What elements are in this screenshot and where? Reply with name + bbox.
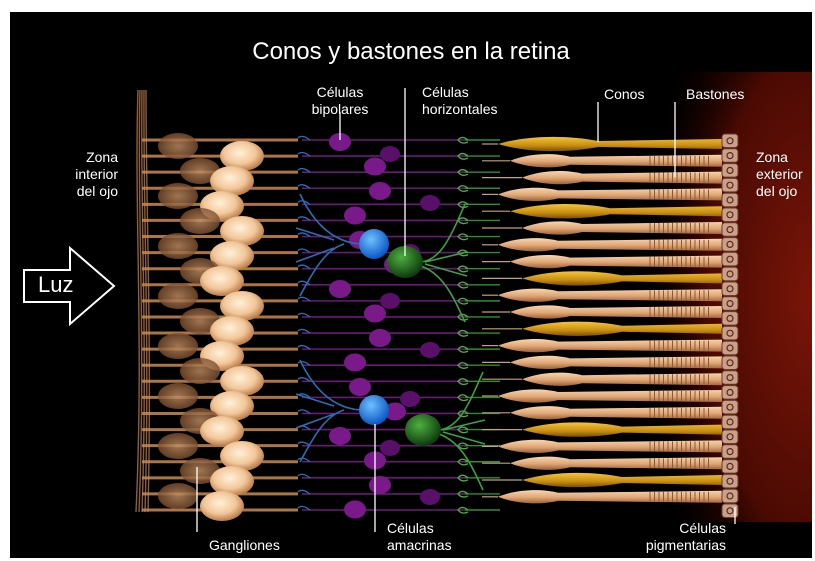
pigment-cell — [722, 178, 738, 192]
rod-cell — [498, 339, 722, 352]
bipolar-cell — [369, 182, 391, 200]
pigment-cell — [722, 341, 738, 355]
rod-cell — [498, 440, 722, 453]
pigment-cell — [722, 445, 738, 459]
label-gangliones: Gangliones — [209, 537, 309, 554]
bipolar-cell — [364, 305, 386, 323]
amacrine-cell — [359, 229, 389, 259]
bipolar-cell — [400, 391, 420, 407]
amacrine-cell — [359, 395, 389, 425]
pigment-cell — [722, 400, 738, 414]
optic-nerve-fiber — [136, 90, 139, 512]
bipolar-cell — [329, 280, 351, 298]
bipolar-cell — [380, 146, 400, 162]
rod-cell — [498, 238, 722, 251]
ganglion-cell — [158, 333, 198, 359]
pigment-cell — [722, 326, 738, 340]
retina-diagram: Conos y bastones en la retina Zona inter… — [10, 12, 812, 558]
pigment-cell — [722, 238, 738, 252]
pigment-cell — [722, 267, 738, 281]
pigment-cell — [722, 193, 738, 207]
bipolar-cell — [380, 293, 400, 309]
ganglion-cell — [180, 358, 220, 384]
pigment-cell — [722, 430, 738, 444]
ganglion-cell — [158, 283, 198, 309]
bipolar-cell — [344, 501, 366, 519]
rod-cell — [498, 188, 722, 201]
ganglion-cell — [158, 183, 198, 209]
bipolar-cell — [369, 476, 391, 494]
pigment-cell — [722, 356, 738, 370]
pigment-cell — [722, 474, 738, 488]
bipolar-cell — [344, 207, 366, 225]
label-celulas-bipolares: Células bipolares — [290, 84, 390, 118]
ganglion-cell — [158, 233, 198, 259]
label-celulas-amacrinas: Células amacrinas — [387, 520, 487, 554]
ganglion-cell — [158, 133, 198, 159]
label-zona-exterior: Zona exterior del ojo — [756, 149, 812, 200]
pigment-cell — [722, 134, 738, 148]
bipolar-cell — [380, 440, 400, 456]
bipolar-cell — [420, 342, 440, 358]
diagram-title: Conos y bastones en la retina — [10, 38, 812, 66]
pigment-cell — [722, 489, 738, 503]
rod-cell — [498, 289, 722, 302]
rod-cell — [498, 490, 722, 503]
pigment-cell — [722, 164, 738, 178]
pigment-cell — [722, 312, 738, 326]
pigment-cell — [722, 460, 738, 474]
pigment-cell — [722, 282, 738, 296]
bipolar-cell — [420, 195, 440, 211]
horizontal-cell — [405, 414, 441, 446]
ganglion-cell — [180, 208, 220, 234]
bipolar-cell — [344, 354, 366, 372]
bipolar-cell — [420, 489, 440, 505]
bipolar-cell — [329, 427, 351, 445]
bipolar-cell — [369, 329, 391, 347]
bipolar-cell — [349, 378, 371, 396]
pigment-cell — [722, 252, 738, 266]
pigment-cell — [722, 386, 738, 400]
pigment-cell — [722, 415, 738, 429]
pigment-cell — [722, 223, 738, 237]
pigment-cell — [722, 208, 738, 222]
bipolar-cells — [298, 133, 468, 519]
bipolar-cell — [364, 158, 386, 176]
pigment-cell — [722, 371, 738, 385]
label-zona-interior: Zona interior del ojo — [58, 149, 118, 200]
ganglion-cell — [158, 483, 198, 509]
label-celulas-horizontales: Células horizontales — [422, 84, 542, 118]
ganglion-cell — [158, 383, 198, 409]
label-conos: Conos — [604, 86, 664, 103]
label-luz: Luz — [38, 272, 73, 298]
horizontal-dendrites — [439, 372, 485, 490]
ganglion-cell — [200, 491, 244, 521]
ganglion-cell — [158, 433, 198, 459]
pigment-cell — [722, 297, 738, 311]
rod-cell — [498, 389, 722, 402]
label-bastones: Bastones — [686, 86, 766, 103]
label-celulas-pigmentarias: Células pigmentarias — [610, 520, 726, 554]
pigment-cell — [722, 149, 738, 163]
